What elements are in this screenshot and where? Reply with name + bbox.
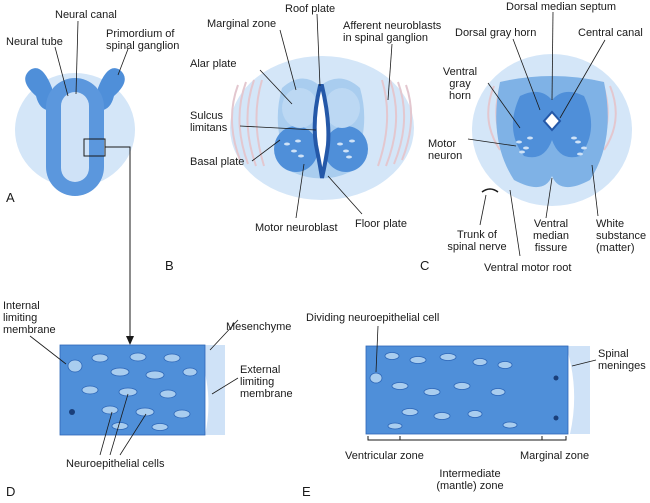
- label-neural-canal: Neural canal: [55, 9, 117, 21]
- label-sulcus-line1: Sulcus: [190, 110, 224, 122]
- panel-label-b: B: [165, 258, 174, 273]
- label-ventral-median-line3: fissure: [534, 242, 568, 254]
- label-afferent-line1: Afferent neuroblasts: [343, 20, 442, 32]
- panel-d-neuroepithelium-drawing: [59, 344, 225, 436]
- leader-lines: [29, 11, 606, 456]
- label-ventral-motor-root: Ventral motor root: [484, 262, 572, 274]
- panel-e-mantle-layer-drawing: [365, 345, 590, 441]
- panel-label-c: C: [420, 258, 430, 273]
- label-spinal-line2: meninges: [598, 360, 646, 372]
- label-neuroepithelial-cells: Neuroepithelial cells: [66, 458, 165, 470]
- label-trunk-line2: spinal nerve: [447, 241, 507, 253]
- label-dorsal-gray-horn: Dorsal gray horn: [455, 27, 537, 39]
- label-trunk-line1: Trunk of: [457, 229, 497, 241]
- panel-b-developing-cord-drawing: [230, 56, 414, 200]
- label-central-canal: Central canal: [578, 27, 643, 39]
- label-motor-neuron-line1: Motor: [428, 138, 457, 150]
- label-internal-line2: limiting: [3, 312, 38, 324]
- label-marginal-zone-b: Marginal zone: [207, 18, 277, 30]
- label-ventricular-zone: Ventricular zone: [345, 450, 424, 462]
- label-neural-tube: Neural tube: [6, 36, 63, 48]
- label-alar-plate: Alar plate: [190, 58, 237, 70]
- label-spinal-line1: Spinal: [598, 348, 629, 360]
- label-motor-neuroblast: Motor neuroblast: [255, 222, 338, 234]
- panel-label-a: A: [6, 190, 15, 205]
- label-dorsal-median-septum: Dorsal median septum: [506, 1, 617, 13]
- label-sulcus-line2: limitans: [190, 122, 228, 134]
- label-motor-neuron-line2: neuron: [428, 150, 463, 162]
- panel-label-d: D: [6, 484, 16, 499]
- label-primordium-line1: Primordium of: [106, 28, 175, 40]
- label-ventral-median-line1: Ventral: [533, 218, 569, 230]
- label-afferent-line2: in spinal ganglion: [343, 32, 429, 44]
- label-marginal-zone-e: Marginal zone: [520, 450, 590, 462]
- label-white-line2: substance: [596, 230, 647, 242]
- panel-a-neural-tube-drawing: [15, 68, 135, 196]
- label-external-line2: limiting: [240, 376, 275, 388]
- label-mesenchyme: Mesenchyme: [226, 321, 292, 333]
- label-internal-line1: Internal: [3, 300, 40, 312]
- panel-label-e: E: [302, 484, 311, 499]
- label-ventral-gray-line2: gray: [449, 78, 471, 90]
- label-intermediate-line2: (mantle) zone: [436, 480, 504, 492]
- label-internal-line3: membrane: [3, 324, 56, 336]
- label-external-line1: External: [240, 364, 281, 376]
- label-primordium-line2: spinal ganglion: [106, 40, 180, 52]
- label-intermediate-line1: Intermediate: [439, 468, 501, 480]
- label-floor-plate: Floor plate: [355, 218, 407, 230]
- label-external-line3: membrane: [240, 388, 293, 400]
- label-white-line1: White: [596, 218, 625, 230]
- label-roof-plate: Roof plate: [285, 3, 336, 15]
- label-ventral-gray-line1: Ventral: [442, 66, 478, 78]
- label-ventral-median-line2: median: [532, 230, 570, 242]
- label-white-line3: (matter): [596, 242, 635, 254]
- label-basal-plate: Basal plate: [190, 156, 245, 168]
- label-dividing-cell: Dividing neuroepithelial cell: [306, 312, 440, 324]
- label-ventral-gray-line3: horn: [448, 90, 472, 102]
